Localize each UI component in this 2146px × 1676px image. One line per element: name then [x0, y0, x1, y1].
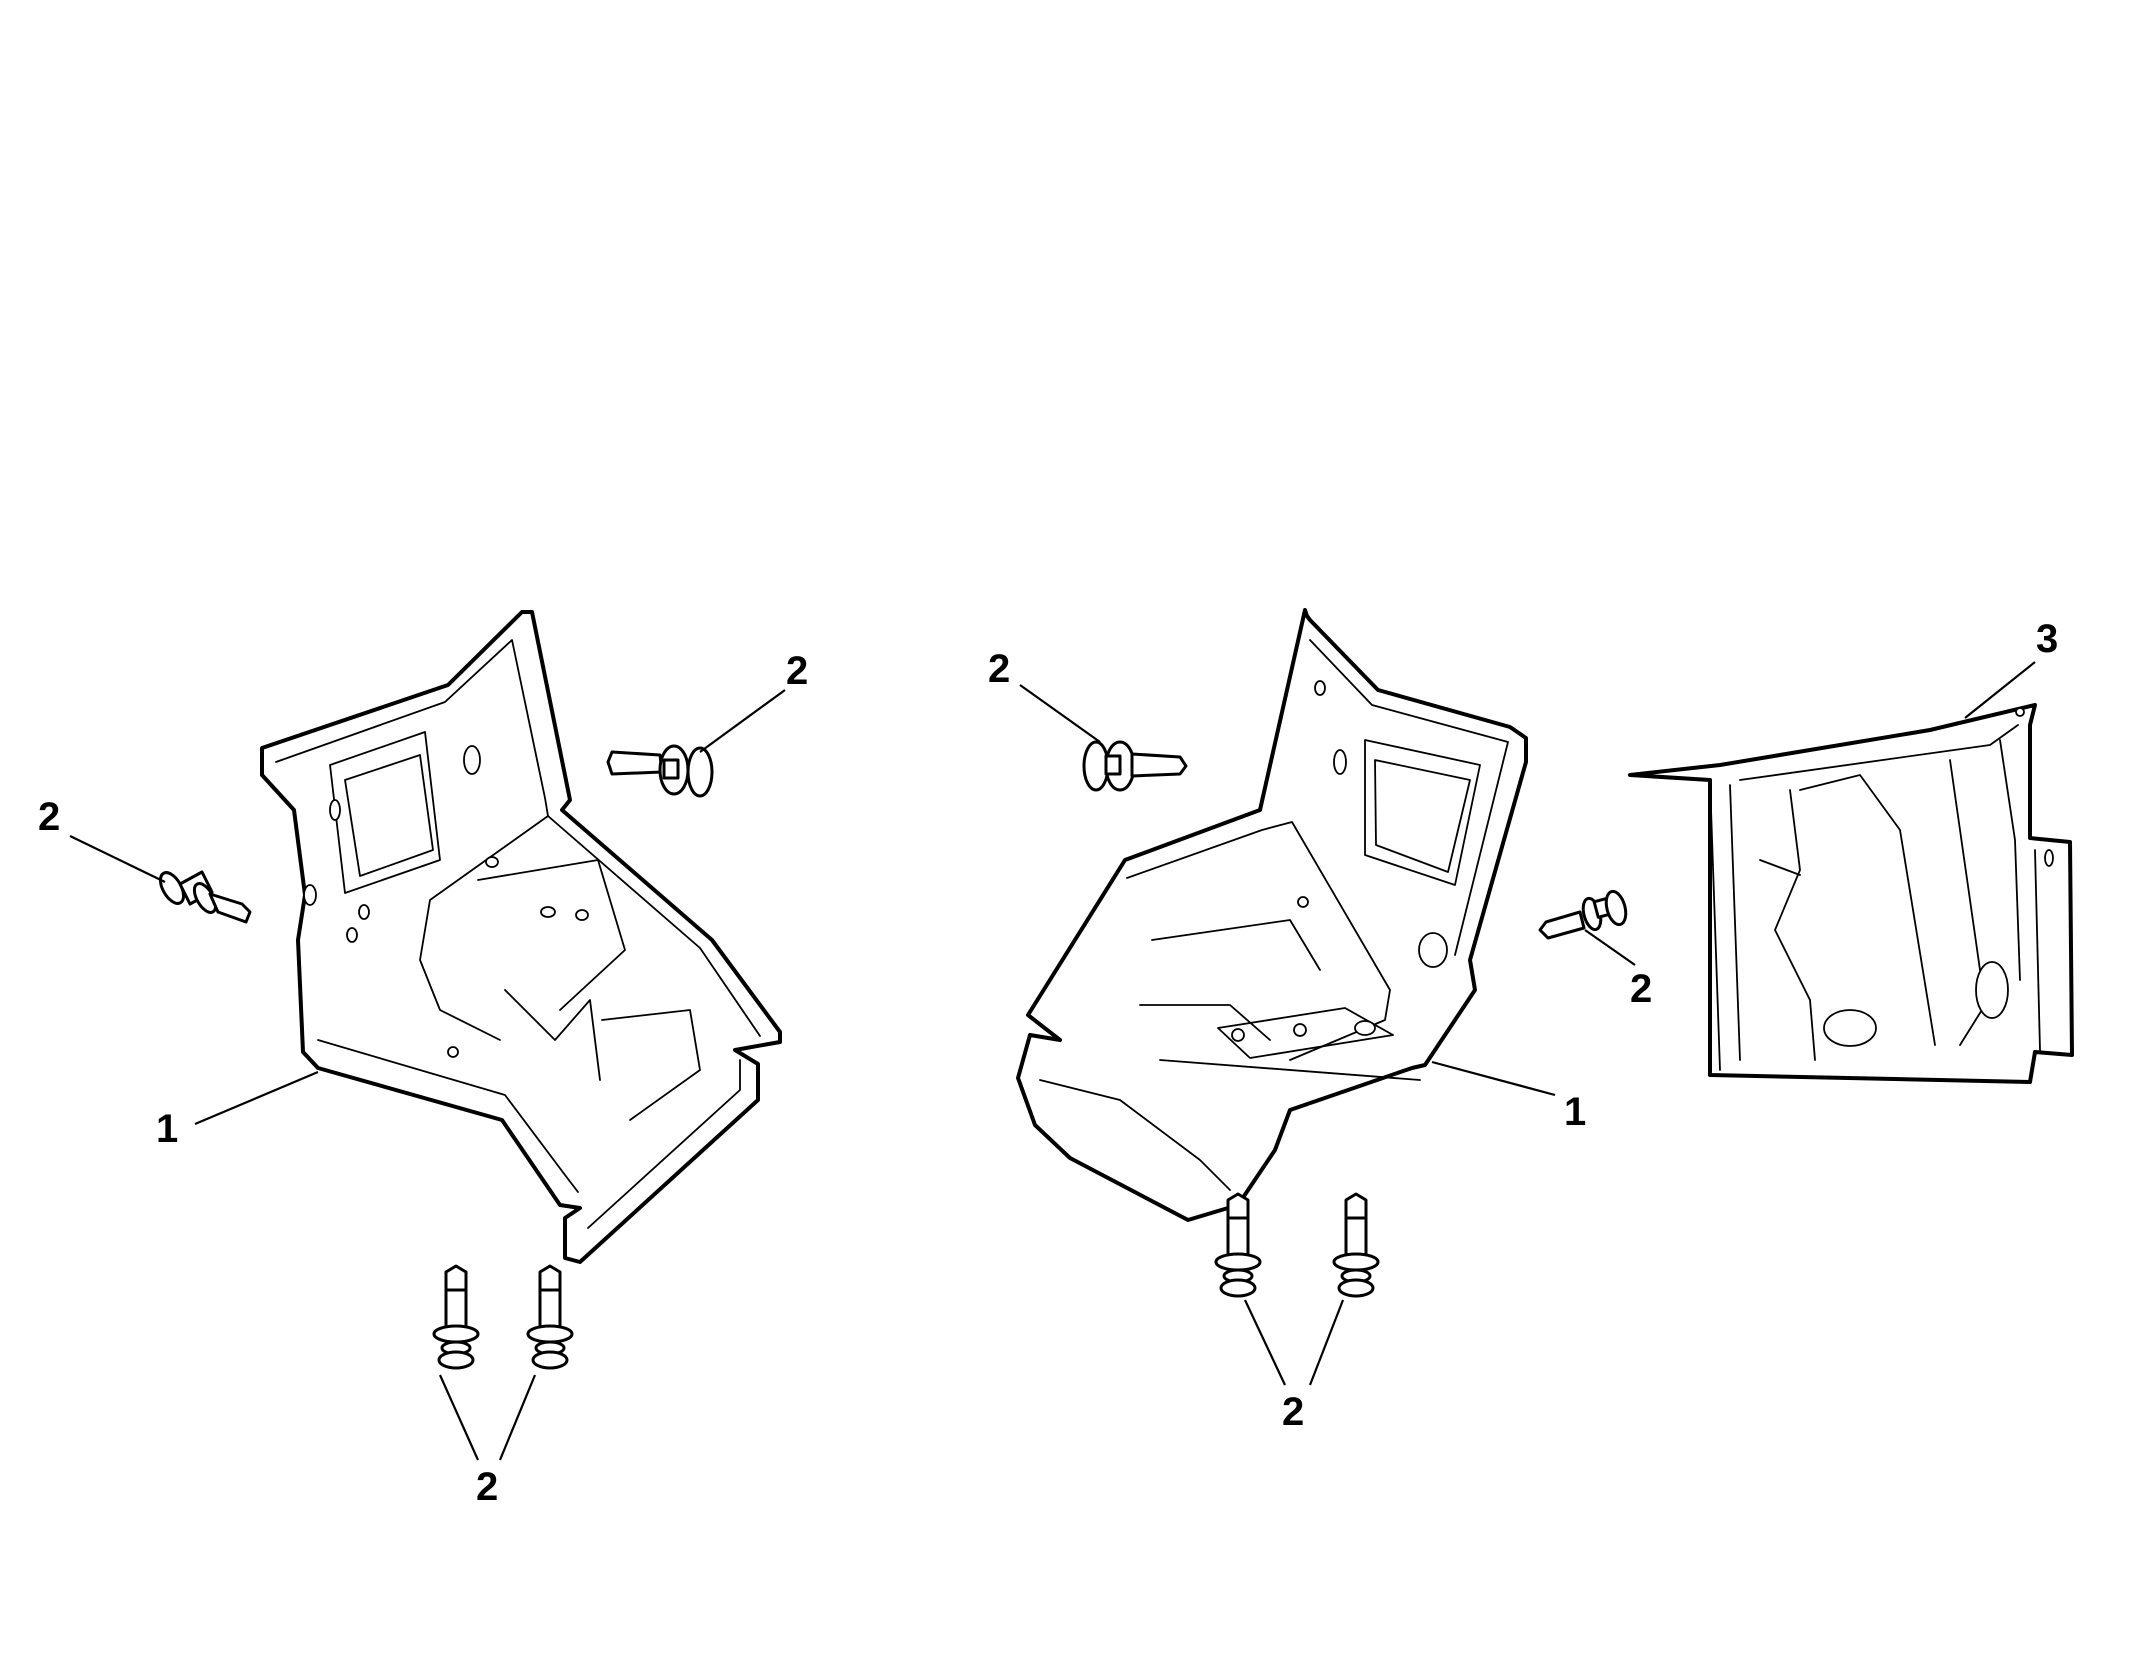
side-panel — [1628, 703, 2074, 1084]
right-wheelhouse-shield — [1016, 608, 1528, 1222]
leader-c6a — [1244, 1299, 1286, 1386]
callout-c6: 2 — [1282, 1390, 1304, 1434]
callout-c5: 2 — [988, 647, 1010, 691]
stud-clip-left-1 — [432, 1264, 480, 1370]
leader-c1 — [69, 835, 166, 883]
leader-c4b — [498, 1374, 537, 1461]
push-clip-left-upper — [606, 744, 714, 798]
push-clip-left — [158, 870, 252, 924]
leader-c9 — [1964, 661, 2036, 719]
callout-c8: 2 — [1630, 967, 1652, 1011]
leader-c5 — [1019, 684, 1101, 743]
stud-clip-left-2 — [526, 1264, 574, 1370]
callout-c2: 2 — [786, 649, 808, 693]
leader-c3 — [194, 1070, 319, 1126]
leader-c4a — [438, 1374, 480, 1461]
leader-c6b — [1308, 1299, 1345, 1386]
callout-c9: 3 — [2036, 617, 2058, 661]
push-clip-center-upper — [1082, 740, 1188, 792]
callout-c4: 2 — [476, 1465, 498, 1509]
stud-clip-center-1 — [1214, 1192, 1262, 1298]
callout-c1: 2 — [38, 795, 60, 839]
left-wheelhouse-shield — [260, 610, 782, 1264]
push-clip-right — [1538, 889, 1628, 940]
leader-c8 — [1584, 929, 1636, 966]
stud-clip-center-2 — [1332, 1192, 1380, 1298]
callout-c3: 1 — [156, 1107, 178, 1151]
leader-c7 — [1431, 1060, 1556, 1097]
leader-c2 — [699, 689, 786, 753]
callout-c7: 1 — [1564, 1090, 1586, 1134]
